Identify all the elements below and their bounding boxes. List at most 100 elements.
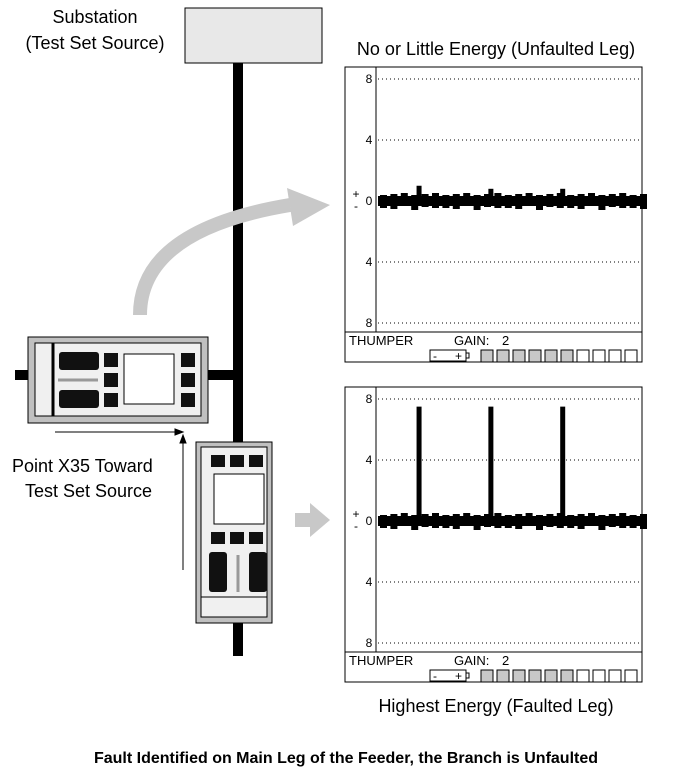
- waveform-noise: [598, 515, 606, 530]
- gain-bar: [480, 669, 494, 683]
- mode-label: THUMPER: [349, 653, 413, 668]
- waveform-noise: [515, 514, 523, 529]
- gain-bar: [528, 349, 542, 363]
- waveform-noise: [452, 194, 460, 209]
- chart-title-unfaulted: No or Little Energy (Unfaulted Leg): [357, 39, 635, 59]
- waveform-noise: [421, 194, 429, 207]
- gain-bar: [624, 349, 638, 363]
- gain-bar: [624, 669, 638, 683]
- waveform-noise: [504, 195, 512, 208]
- gain-value: 2: [502, 333, 509, 348]
- gain-bar: [608, 349, 622, 363]
- waveform-noise: [380, 515, 387, 528]
- waveform-noise: [525, 193, 533, 206]
- gain-bar: [544, 669, 558, 683]
- plus-sign: +: [352, 507, 359, 521]
- waveform-noise: [629, 515, 637, 528]
- gain-bar: [592, 349, 606, 363]
- device-screen: [213, 473, 265, 525]
- substation-sublabel: (Test Set Source): [25, 33, 164, 53]
- gain-bar: [496, 669, 510, 683]
- y-tick-label: 8: [366, 316, 373, 330]
- gain-bar: [608, 669, 622, 683]
- waveform-noise: [515, 194, 523, 209]
- waveform-noise: [608, 514, 616, 527]
- battery-minus: -: [433, 349, 437, 363]
- gain-label: GAIN:: [454, 333, 489, 348]
- diagram-caption: Fault Identified on Main Leg of the Feed…: [94, 750, 598, 767]
- battery-terminal-icon: [465, 352, 470, 359]
- waveform-noise: [380, 195, 387, 208]
- point-label: Point X35 Toward: [12, 456, 153, 476]
- gain-bar: [576, 349, 590, 363]
- waveform-noise: [546, 514, 554, 527]
- y-tick-label: 4: [366, 255, 373, 269]
- y-tick-label: 4: [366, 575, 373, 589]
- waveform-pulse: [488, 406, 494, 521]
- substation-box: [184, 7, 323, 64]
- plus-sign: +: [352, 187, 359, 201]
- waveform-noise: [452, 514, 460, 529]
- y-tick-label: 8: [366, 636, 373, 650]
- battery-minus: -: [433, 669, 437, 683]
- chart-title-faulted: Highest Energy (Faulted Leg): [378, 696, 613, 716]
- waveform-noise: [411, 515, 419, 530]
- waveform-pulse: [488, 188, 494, 201]
- waveform-noise: [494, 513, 502, 528]
- battery-plus: +: [455, 669, 462, 683]
- waveform-pulse: [416, 406, 422, 521]
- device-screen: [123, 353, 175, 405]
- waveform-noise: [640, 514, 647, 529]
- gain-bar: [544, 349, 558, 363]
- waveform-noise: [390, 514, 398, 529]
- waveform-noise: [536, 195, 543, 210]
- waveform-noise: [577, 514, 585, 529]
- waveform-noise: [473, 515, 481, 530]
- y-tick-label: 8: [366, 72, 373, 86]
- gain-bar: [512, 669, 526, 683]
- waveform-noise: [504, 515, 512, 528]
- y-tick-label: 0: [366, 194, 373, 208]
- y-tick-label: 4: [366, 453, 373, 467]
- battery-plus: +: [455, 349, 462, 363]
- gain-bar: [560, 669, 574, 683]
- waveform-noise: [421, 514, 429, 527]
- waveform-noise: [432, 513, 439, 528]
- waveform-noise: [432, 193, 439, 208]
- waveform-noise: [546, 194, 554, 207]
- test-device-horizontal: [27, 336, 209, 424]
- waveform-noise: [463, 193, 471, 206]
- battery-terminal-icon: [465, 672, 470, 679]
- straight-arrow: [295, 503, 330, 537]
- test-device-vertical: [195, 441, 273, 624]
- gain-bar: [512, 349, 526, 363]
- waveform-noise: [484, 514, 491, 527]
- waveform-noise: [536, 515, 543, 530]
- minus-sign: -: [354, 199, 358, 213]
- gain-bar: [576, 669, 590, 683]
- gain-bar: [592, 669, 606, 683]
- waveform-noise: [629, 195, 637, 208]
- curved-arrow: [133, 188, 330, 316]
- gain-bar: [496, 349, 510, 363]
- gain-value: 2: [502, 653, 509, 668]
- substation-label: Substation: [52, 7, 137, 27]
- y-tick-label: 8: [366, 392, 373, 406]
- waveform-noise: [400, 193, 408, 206]
- waveform-noise: [588, 193, 595, 206]
- y-tick-label: 0: [366, 514, 373, 528]
- main-feeder-line: [233, 63, 243, 656]
- minus-sign: -: [354, 519, 358, 533]
- waveform-noise: [463, 513, 471, 526]
- waveform-noise: [598, 195, 606, 210]
- waveform-noise: [619, 193, 627, 208]
- waveform-noise: [525, 513, 533, 526]
- waveform-noise: [494, 193, 502, 208]
- waveform-noise: [400, 513, 408, 526]
- mode-label: THUMPER: [349, 333, 413, 348]
- waveform-noise: [442, 195, 450, 208]
- waveform-noise: [640, 194, 647, 209]
- waveform-noise: [619, 513, 627, 528]
- gain-label: GAIN:: [454, 653, 489, 668]
